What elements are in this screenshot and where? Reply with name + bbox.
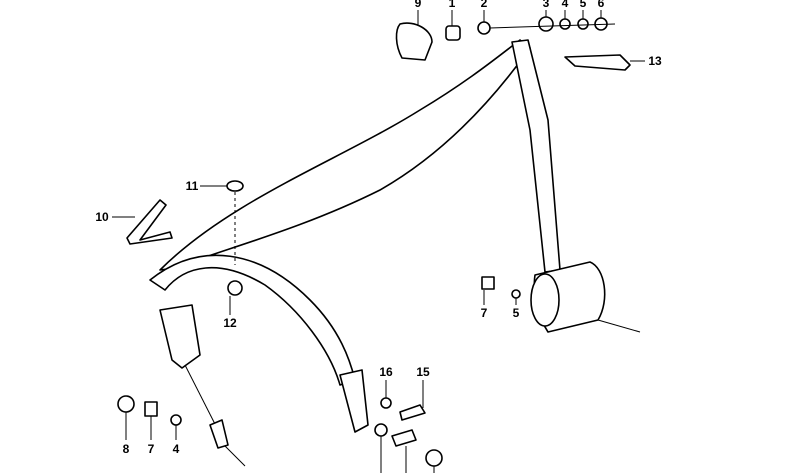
- part-label: 4: [172, 442, 180, 456]
- washer: [477, 21, 491, 35]
- shoulder-belt: [159, 39, 531, 271]
- bolt: [144, 401, 158, 417]
- part-label: 3: [542, 0, 550, 10]
- spacer: [538, 16, 554, 32]
- bracket: [126, 199, 173, 245]
- washer: [559, 18, 571, 30]
- part-label: 1: [448, 0, 456, 10]
- bolt: [481, 276, 495, 290]
- part-label: 8: [122, 442, 130, 456]
- cap: [425, 449, 443, 467]
- part-label: 16: [379, 365, 393, 379]
- washer: [374, 423, 388, 437]
- washer: [511, 289, 521, 299]
- part-label: 2: [480, 0, 488, 10]
- buckle-anchor-plate: [209, 419, 229, 449]
- bolt: [391, 429, 417, 447]
- cap: [226, 180, 244, 192]
- upper-belt-strap: [511, 39, 561, 273]
- nut: [380, 397, 392, 409]
- part-label: 11: [185, 179, 199, 193]
- part-label: 5: [512, 306, 520, 320]
- part-label: 5: [579, 0, 587, 10]
- cover-cap: [395, 22, 433, 61]
- part-label: 10: [95, 210, 109, 224]
- buckle: [159, 304, 201, 369]
- lap-belt-anchor: [339, 369, 369, 433]
- part-label: 12: [223, 316, 237, 330]
- washer: [170, 414, 182, 426]
- bolt: [399, 404, 426, 421]
- nut: [227, 280, 243, 296]
- retractor-spool: [530, 273, 560, 327]
- part-label: 13: [648, 54, 662, 68]
- part-label: 15: [416, 365, 430, 379]
- bolt: [445, 25, 461, 41]
- part-label: 9: [414, 0, 422, 10]
- part-label: 7: [480, 306, 488, 320]
- belt-guide: [564, 54, 631, 71]
- part-label: 4: [561, 0, 569, 10]
- sleeve: [117, 395, 135, 413]
- washer: [577, 18, 589, 30]
- part-label: 6: [597, 0, 605, 10]
- part-label: 7: [147, 442, 155, 456]
